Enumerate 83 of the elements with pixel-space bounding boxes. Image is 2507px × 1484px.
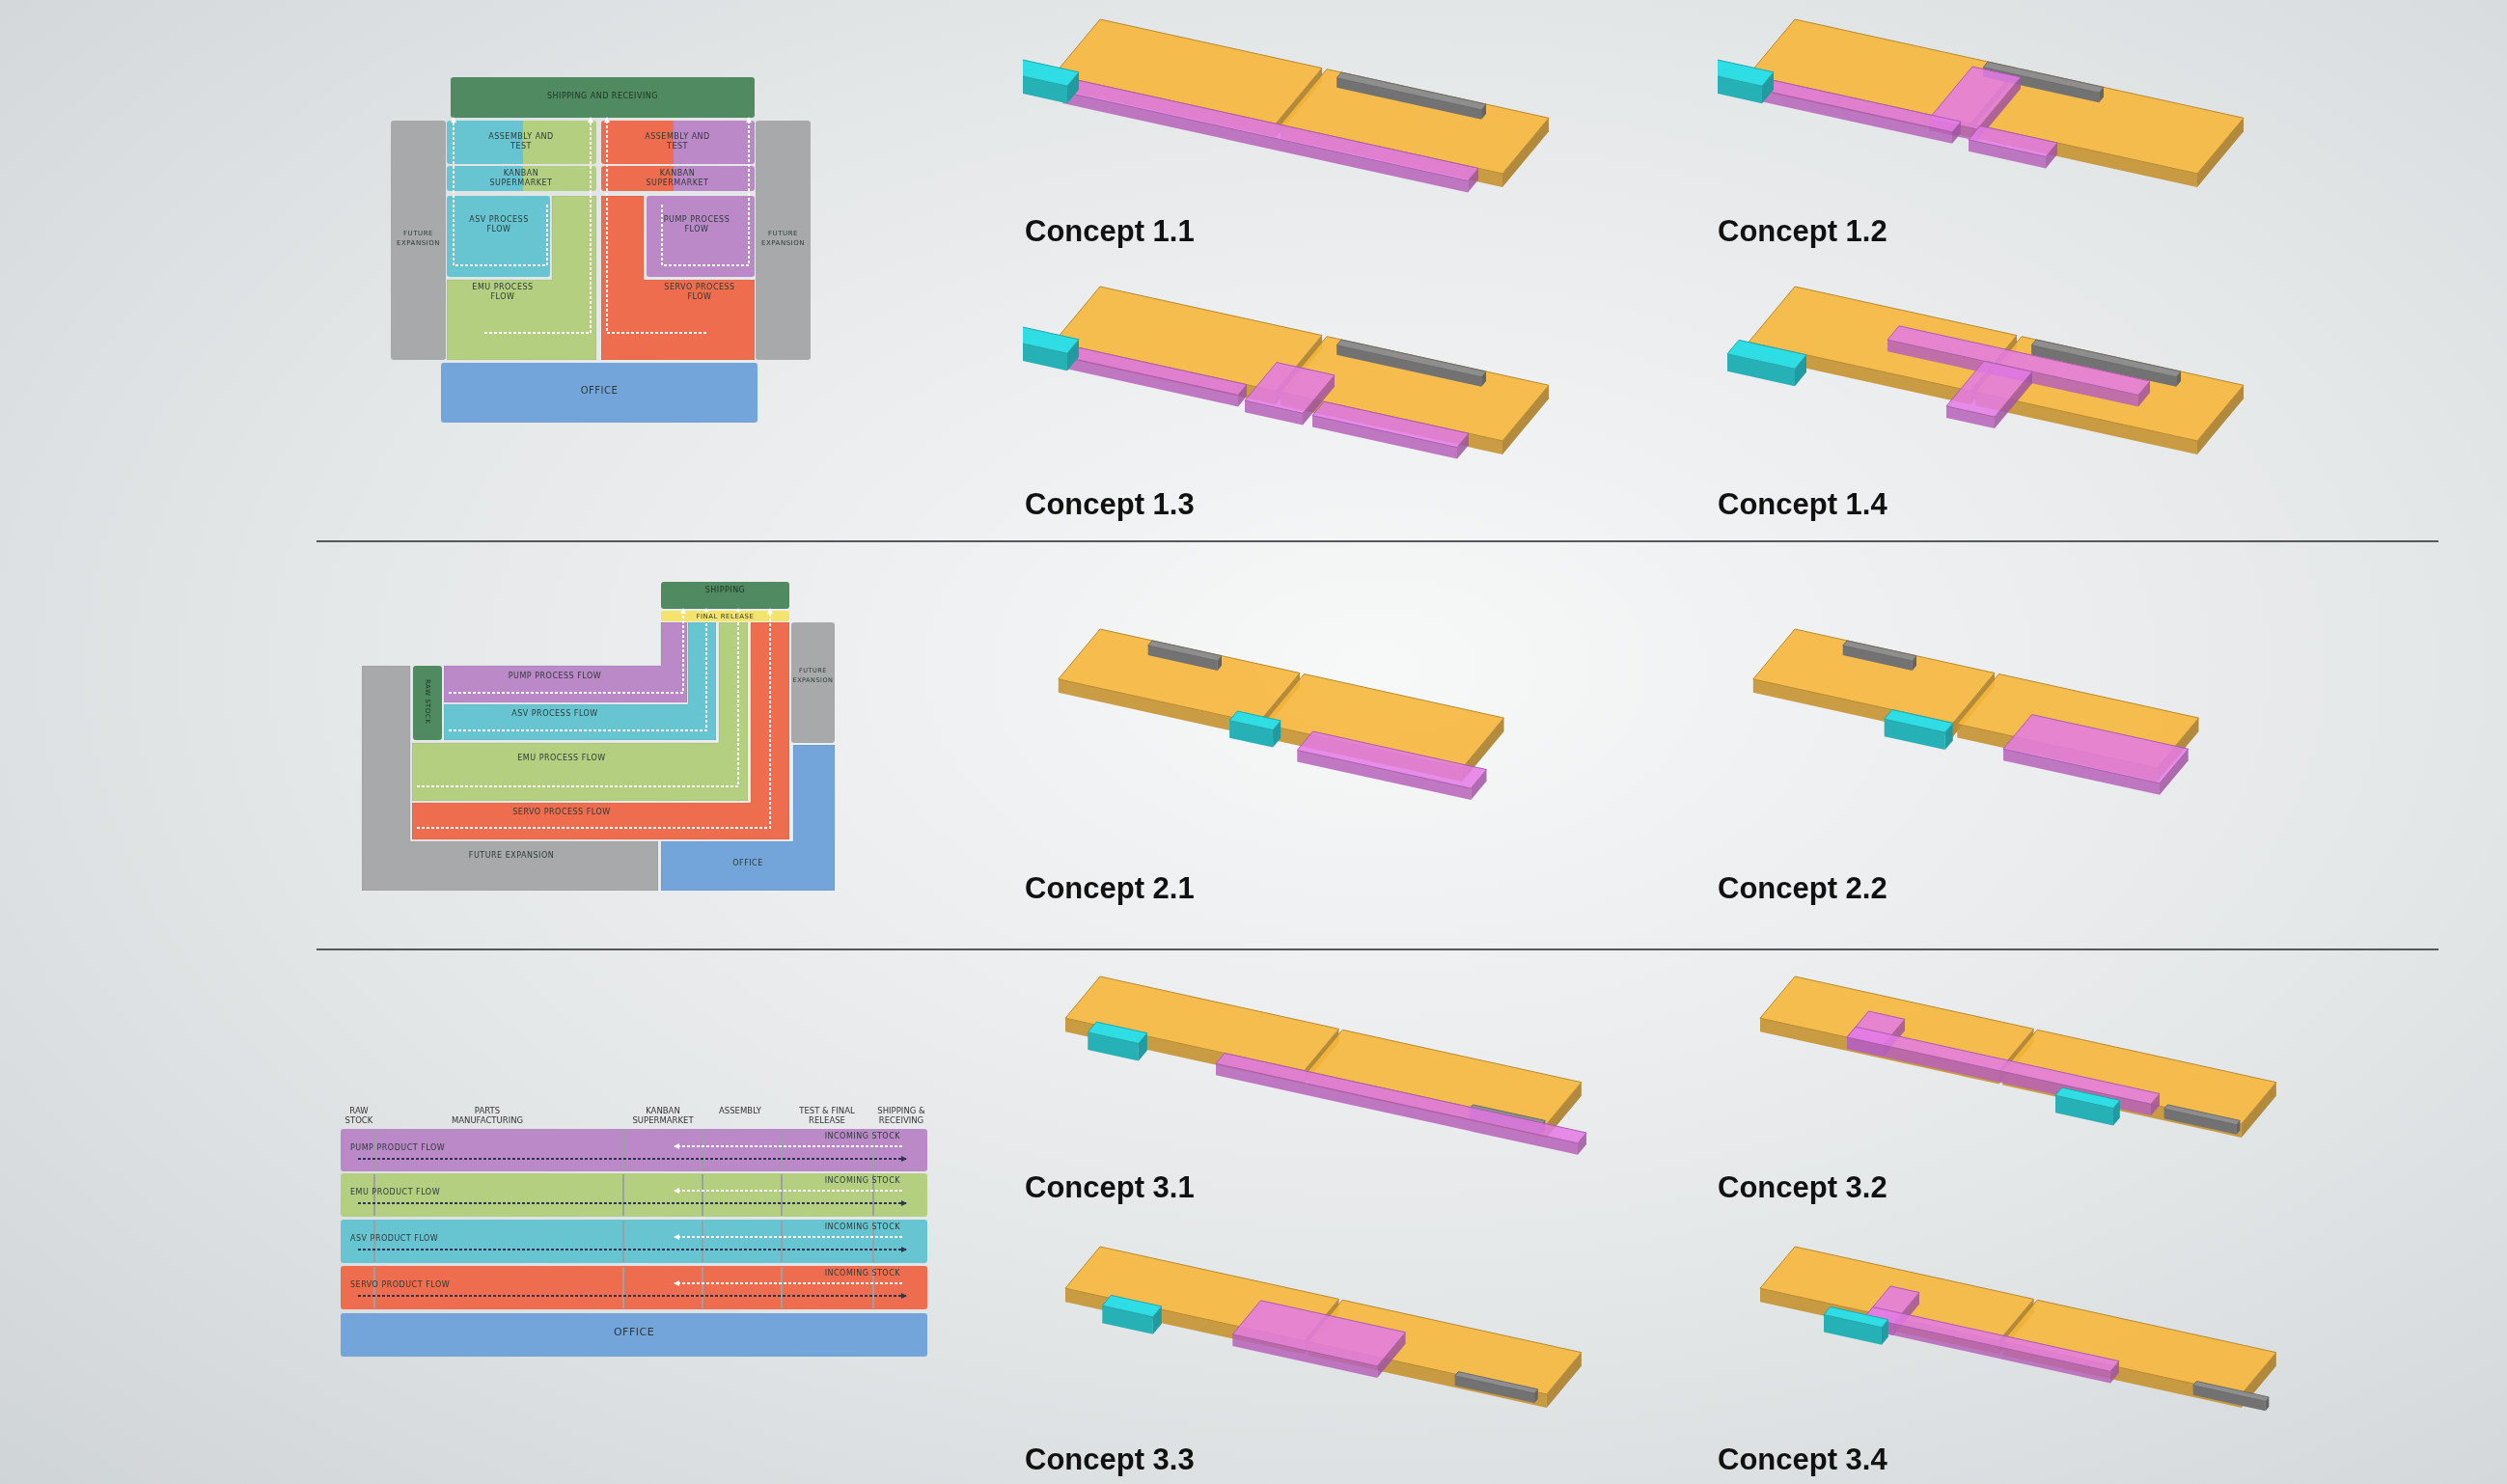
zone-label: KANBAN SUPERMARKET [488,169,554,188]
zone-label: INCOMING STOCK [823,1176,900,1186]
column-heading: PARTS MANUFACTURING [450,1106,525,1125]
flow-arrow [674,1234,903,1240]
concept-caption: Concept 3.4 [1718,1443,1887,1477]
flow-arrow [451,117,548,266]
zone-label: INCOMING STOCK [823,1132,900,1141]
zone-label: ASV PRODUCT FLOW [350,1234,440,1244]
zone-label: PUMP PRODUCT FLOW [350,1143,447,1153]
column-heading: TEST & FINAL RELEASE [798,1106,856,1125]
column-heading: RAW STOCK [344,1106,374,1125]
column-heading: ASSEMBLY [718,1106,762,1115]
concept-caption: Concept 1.4 [1718,487,1887,522]
zone-area [413,666,442,740]
concept-caption: Concept 3.3 [1025,1443,1195,1477]
zone-area [341,1266,927,1309]
flow-arrow [416,608,773,829]
zone-label: OFFICE [612,1328,656,1337]
zone-label: OFFICE [579,386,620,396]
zone-area [447,196,550,277]
flow-arrow [661,117,752,266]
flow-arrow [674,1188,903,1194]
zone-label: SHIPPING [703,586,747,595]
zone-area [451,77,755,118]
concept-caption: Concept 2.1 [1025,871,1195,906]
zone-area [601,121,755,164]
zone-area [661,582,789,609]
zone-area [391,121,446,360]
flow-arrow [416,608,741,787]
zone-area [601,196,755,360]
zone-area [412,622,789,839]
zone-label: SERVO PROCESS FLOW [663,283,736,302]
concept-caption: Concept 3.2 [1718,1170,1887,1205]
zone-area [447,196,596,360]
zone-area [341,1173,927,1217]
zone-area [362,666,658,891]
zone-area [444,622,687,702]
zone-area [341,1129,927,1171]
zone-label: ASV PROCESS FLOW [510,709,599,719]
zone-area [647,196,755,277]
concept-caption: Concept 1.2 [1718,214,1887,249]
zone-label: INCOMING STOCK [823,1223,900,1232]
zone-area [447,121,596,164]
zone-area [756,121,811,360]
flow-arrow [604,117,707,334]
flow-arrow [674,1143,903,1149]
concept-caption: Concept 1.3 [1025,487,1195,522]
concept-caption: Concept 2.2 [1718,871,1887,906]
zone-area [341,1220,927,1263]
zone-label: SERVO PRODUCT FLOW [350,1280,452,1290]
zone-area [791,622,835,743]
zone-label: FUTURE EXPANSION [467,851,556,861]
flow-arrow [674,1280,903,1286]
zone-area [447,166,596,191]
concept-caption: Concept 1.1 [1025,214,1195,249]
zone-label: PUMP PROCESS FLOW [507,672,603,681]
flow-arrow [357,1156,907,1162]
zone-label: INCOMING STOCK [823,1269,900,1278]
zone-area [661,745,835,891]
zone-label: PUMP PROCESS FLOW [662,215,731,234]
flow-arrow [357,1200,907,1206]
zone-area [444,622,716,740]
flow-arrow [448,608,709,731]
flow-arrow [483,117,593,334]
zone-area [412,622,748,801]
flow-arrow [357,1293,907,1299]
zone-label: ASV PROCESS FLOW [468,215,530,234]
zone-label: OFFICE [731,859,764,868]
flow-arrow [448,608,686,694]
zone-area [441,363,758,423]
zone-area [341,1313,927,1357]
concept-caption: Concept 3.1 [1025,1170,1195,1205]
zone-label: EMU PRODUCT FLOW [350,1188,442,1197]
zone-area [601,166,755,191]
zone-label: ASSEMBLY AND TEST [487,132,555,151]
zone-label: SHIPPING AND RECEIVING [546,92,659,101]
column-heading: SHIPPING & RECEIVING [876,1106,926,1125]
zone-label: EMU PROCESS FLOW [471,283,535,302]
flow-arrow [357,1247,907,1252]
column-heading: KANBAN SUPERMARKET [631,1106,695,1125]
zone-label: SERVO PROCESS FLOW [511,808,612,817]
zone-area [661,611,789,621]
zone-label: EMU PROCESS FLOW [516,754,607,763]
